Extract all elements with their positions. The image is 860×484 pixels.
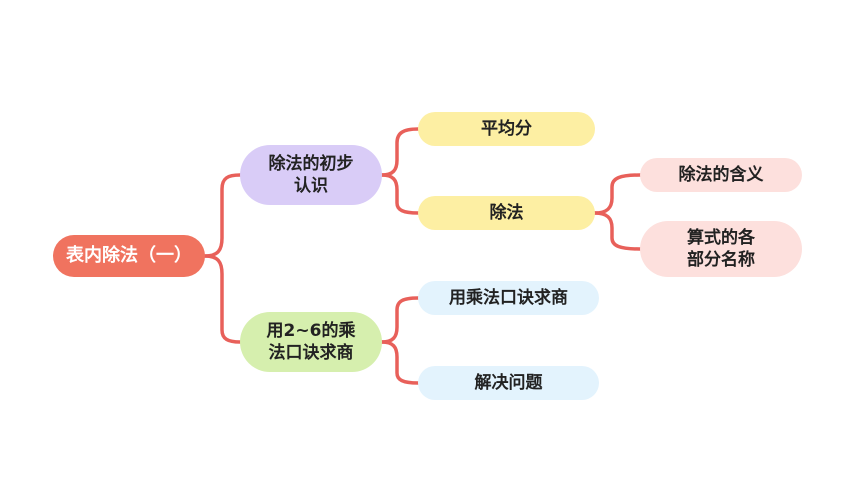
connector-branch-2-child-2 (380, 340, 420, 385)
node-label: 除法的含义 (678, 165, 764, 185)
node-label: 平均分 (481, 119, 532, 139)
connector-root-branches (203, 173, 242, 258)
root-node-label: 表内除法（一） (66, 245, 192, 266)
node-label: 除法 (489, 203, 524, 223)
node-label: 解决问题 (474, 373, 543, 393)
connector-division-child-2 (593, 211, 642, 251)
branch-node-label: 用2~6的乘 法口诀求商 (266, 321, 356, 363)
node-equal-sharing[interactable]: 平均分 (418, 112, 595, 146)
node-label: 用乘法口诀求商 (449, 288, 568, 308)
branch-node-label: 除法的初步 认识 (268, 154, 354, 196)
connector-root-branch-2 (203, 254, 242, 344)
node-division[interactable]: 除法 (418, 196, 595, 230)
node-label: 算式的各 部分名称 (687, 228, 755, 270)
node-quotient-by-table[interactable]: 用乘法口诀求商 (418, 281, 599, 315)
connector-branch-1-child-1 (380, 127, 420, 177)
node-formula-part-names[interactable]: 算式的各 部分名称 (640, 221, 802, 277)
node-problem-solving[interactable]: 解决问题 (418, 366, 599, 400)
root-node[interactable]: 表内除法（一） (53, 235, 205, 277)
branch-node-division-intro[interactable]: 除法的初步 认识 (240, 145, 382, 205)
branch-node-multiplication-quotient[interactable]: 用2~6的乘 法口诀求商 (240, 312, 382, 372)
node-division-meaning[interactable]: 除法的含义 (640, 158, 802, 192)
connector-branch-1-child-2 (380, 173, 420, 215)
connector-division-child-1 (593, 173, 642, 215)
connector-branch-2-child-1 (380, 296, 420, 344)
